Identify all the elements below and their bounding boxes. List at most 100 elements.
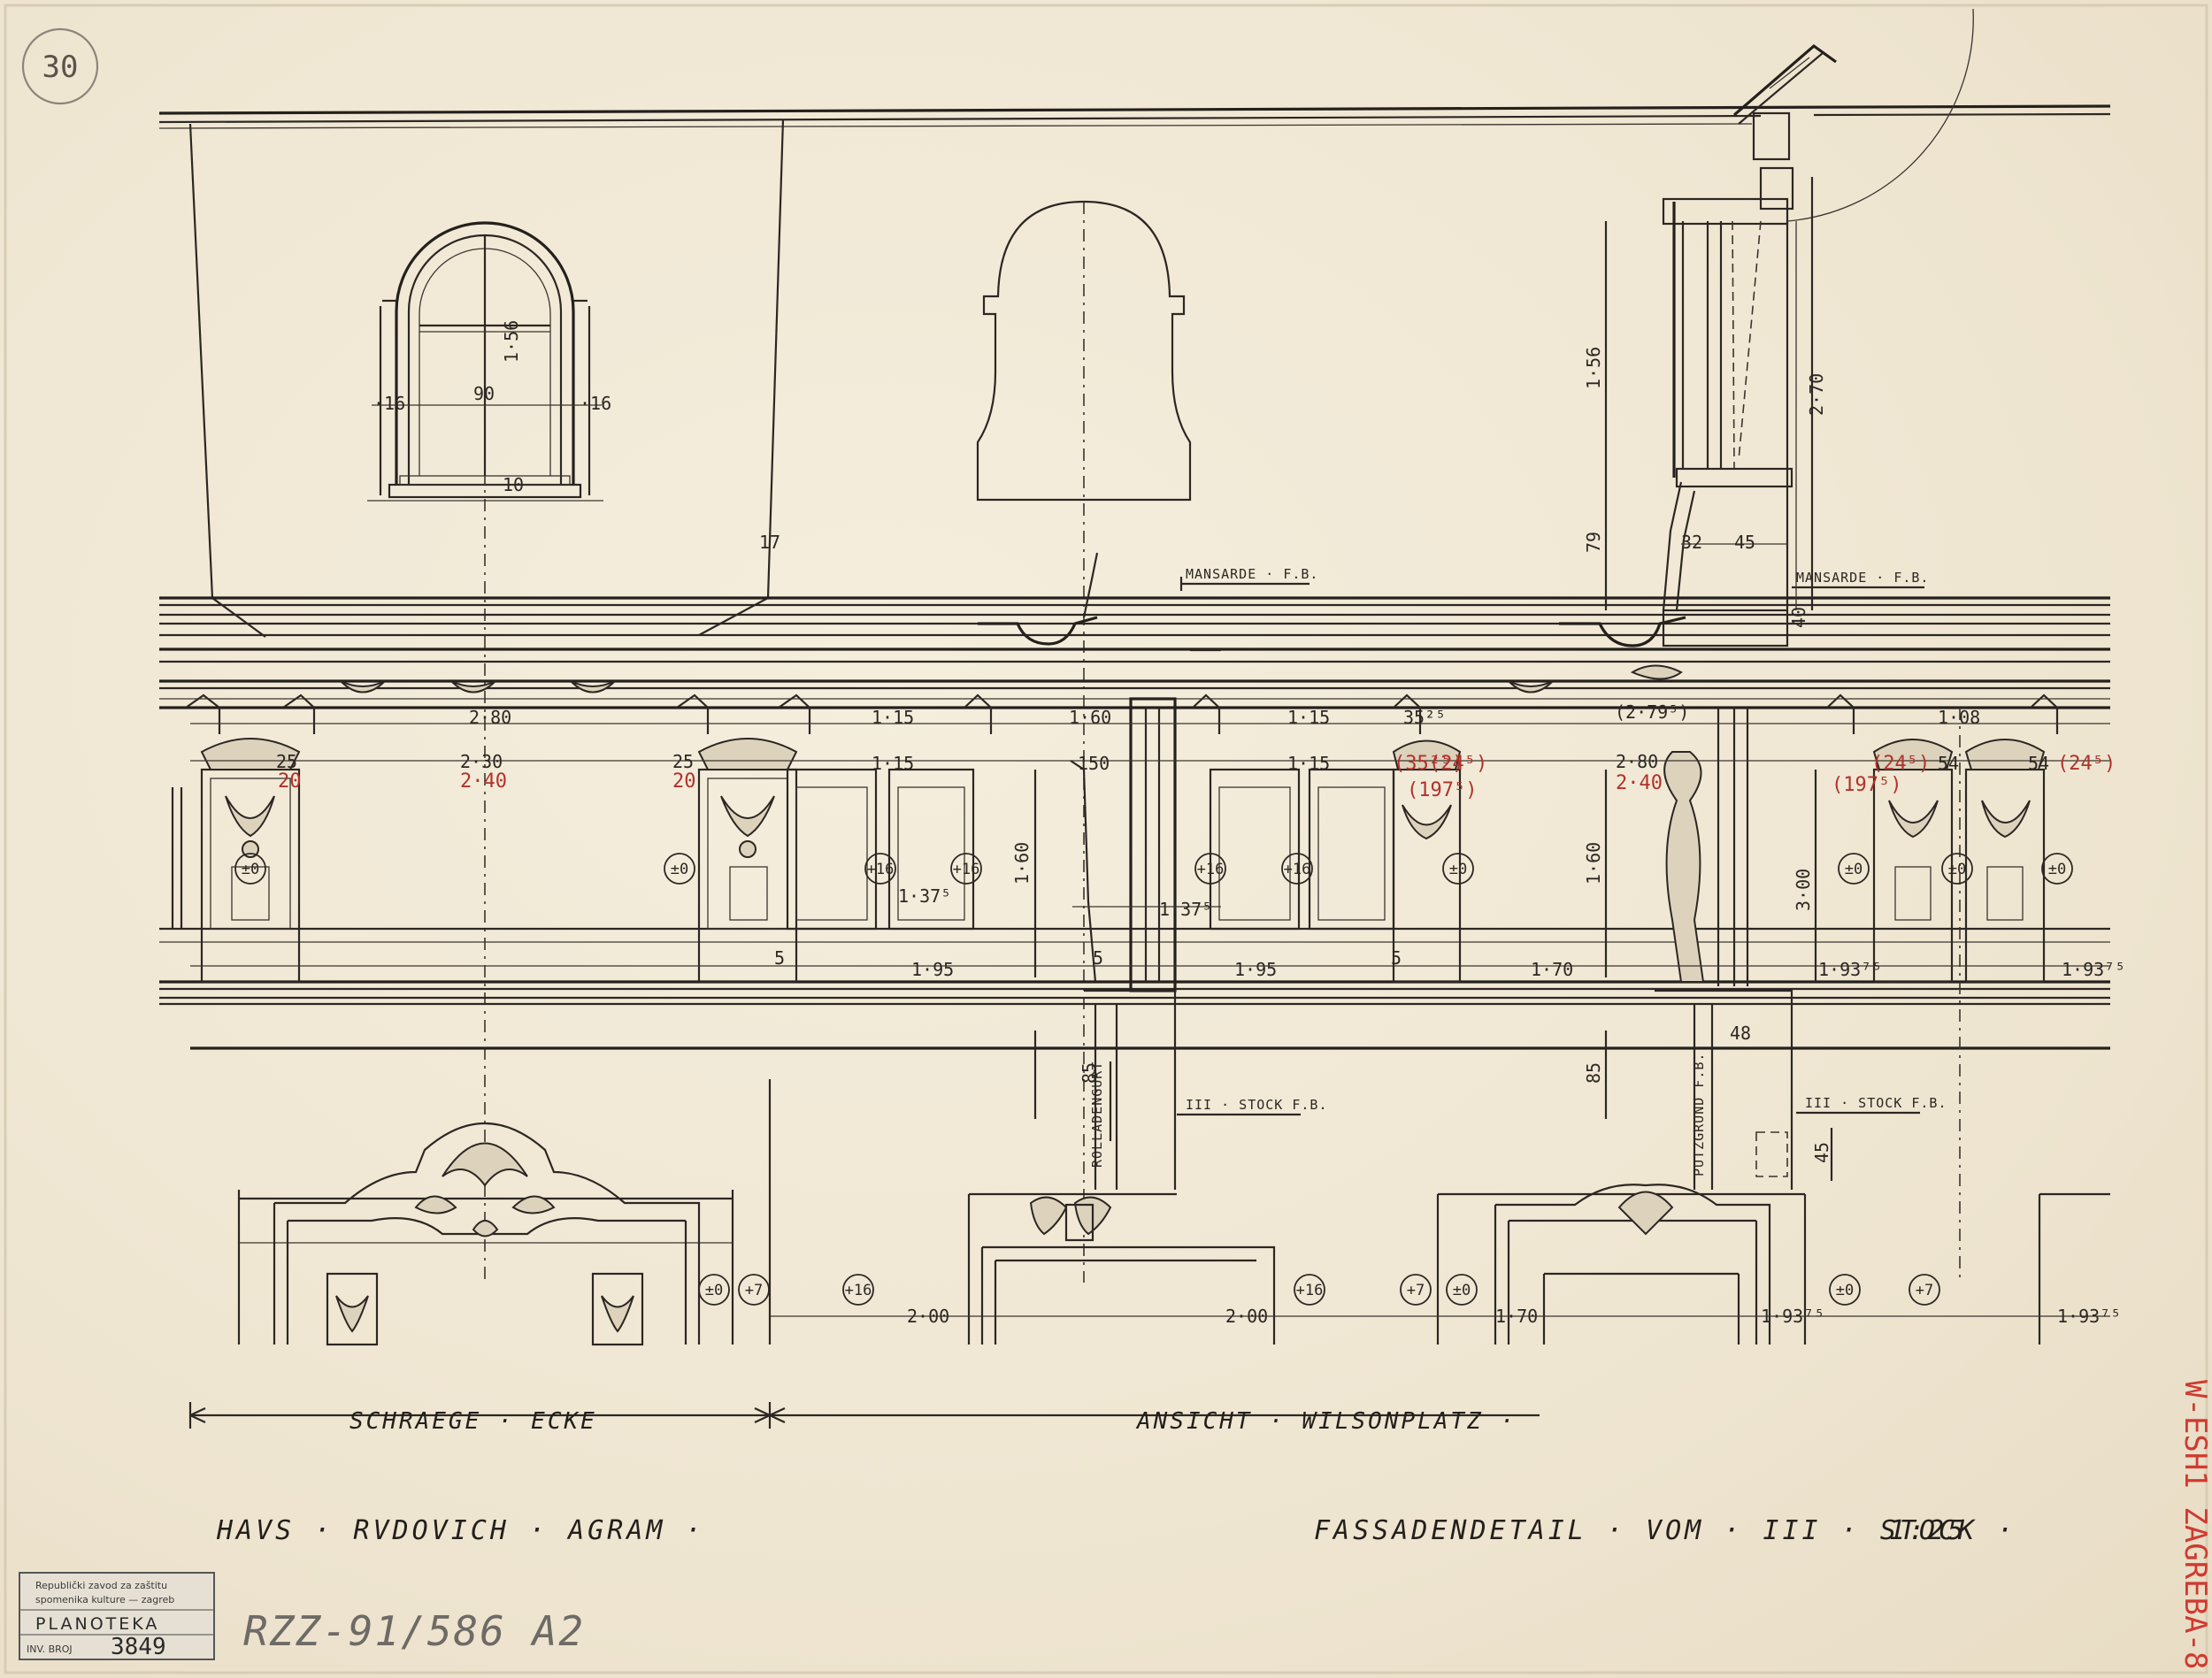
svg-text:+16: +16 xyxy=(867,861,895,878)
cornice-consoles xyxy=(185,693,2059,734)
svg-text:INV. BROJ: INV. BROJ xyxy=(27,1644,73,1655)
dim-1-95b: 1·95 xyxy=(1234,959,1277,980)
svg-text:30: 30 xyxy=(42,50,79,85)
lower-dim-line xyxy=(188,1079,2110,1429)
dim-2-30: 2·30 xyxy=(460,751,503,772)
mansard-left xyxy=(188,119,785,1283)
dim-45b: 45 xyxy=(1811,1142,1832,1163)
dim-5c: 5 xyxy=(1391,947,1402,969)
svg-text:PUTZGRUND F.B.: PUTZGRUND F.B. xyxy=(1691,1053,1707,1176)
dim-1-60-vert: 1·60 xyxy=(1011,842,1033,885)
dim-1-15d: 1·15 xyxy=(1287,753,1330,774)
svg-text:3849: 3849 xyxy=(111,1634,166,1660)
dim-1-93d: 1·93⁷⁵ xyxy=(2057,1306,2121,1327)
dim-25: 25 xyxy=(276,751,297,772)
right-section-detail xyxy=(1630,8,1974,1283)
section-label-view: ANSICHT · WILSONPLATZ · xyxy=(1135,1408,1517,1435)
dim-1-95a: 1·95 xyxy=(911,959,954,980)
svg-text:spomenika kulture — zagreb: spomenika kulture — zagreb xyxy=(35,1594,174,1605)
dim-2-80-r: 2·80 xyxy=(1616,751,1658,772)
dim-red-20b: 20 xyxy=(672,770,696,793)
section-label-corner: SCHRAEGE · ECKE xyxy=(349,1408,597,1435)
svg-text:+7: +7 xyxy=(1407,1282,1425,1299)
drawing-scale: 1:25 xyxy=(1889,1515,1967,1546)
dim-window-left: ·16 xyxy=(373,393,405,414)
dim-1-15a: 1·15 xyxy=(872,707,914,728)
svg-text:±0: ±0 xyxy=(1453,1282,1471,1299)
dim-1-93b: 1·93⁷⁵ xyxy=(2062,959,2125,980)
dim-window-sill: 10 xyxy=(503,474,524,495)
dim-1-60-vert-r: 1·60 xyxy=(1583,842,1604,885)
svg-text:±0: ±0 xyxy=(1845,861,1863,878)
svg-text:±0: ±0 xyxy=(1836,1282,1854,1299)
dim-1-70b: 1·70 xyxy=(1495,1306,1538,1327)
svg-text:III · STOCK F.B.: III · STOCK F.B. xyxy=(1805,1095,1947,1111)
svg-text:MANSARDE · F.B.: MANSARDE · F.B. xyxy=(1796,570,1929,586)
dim-48: 48 xyxy=(1730,1023,1751,1044)
svg-text:Republički zavod za zaštitu: Republički zavod za zaštitu xyxy=(35,1580,167,1591)
svg-text:+7: +7 xyxy=(745,1282,763,1299)
svg-text:+16: +16 xyxy=(953,861,980,878)
dim-red-24b: (24⁵) xyxy=(1871,753,1930,775)
dim-1-93c: 1·93⁷⁵ xyxy=(1761,1306,1824,1327)
dim-red-24c: (24⁵) xyxy=(2057,753,2116,775)
window-niche-outline xyxy=(976,200,1192,1283)
svg-text:±0: ±0 xyxy=(242,861,259,878)
dim-2-00b: 2·00 xyxy=(1225,1306,1268,1327)
dim-1-08: 1·08 xyxy=(1938,707,1980,728)
dim-1-15c: 1·15 xyxy=(1287,707,1330,728)
svg-text:+16: +16 xyxy=(1296,1282,1324,1299)
dim-54b: 54 xyxy=(2028,753,2049,774)
dim-1-93a: 1·93⁷⁵ xyxy=(1818,959,1882,980)
main-cornice xyxy=(159,596,2110,709)
level-mansarde: MANSARDE · F.B. MANSARDE · F.B. xyxy=(1179,566,1929,591)
dim-85b: 85 xyxy=(1583,1062,1604,1084)
dim-1-37b: 1·37⁵ xyxy=(1159,899,1212,920)
dim-red-197: (197⁵) xyxy=(1407,779,1477,801)
dim-window-right: ·16 xyxy=(580,393,611,414)
sheet-number: 30 xyxy=(21,27,99,105)
mansard-window xyxy=(367,221,603,502)
svg-text:±0: ±0 xyxy=(705,1282,723,1299)
dim-1-56-r: 1·56 xyxy=(1583,347,1604,389)
dim-red-20: 20 xyxy=(278,770,302,793)
svg-text:MANSARDE · F.B.: MANSARDE · F.B. xyxy=(1186,566,1318,582)
dim-3-00: 3·00 xyxy=(1793,869,1814,911)
dim-lines-frieze xyxy=(190,177,2110,1181)
dim-2-00a: 2·00 xyxy=(907,1306,949,1327)
dim-red-35: (35²⁵) xyxy=(1394,753,1463,775)
drawing-subtitle: FASSADENDETAIL · VOM · III · STOCK · xyxy=(1314,1515,2016,1546)
dim-79: 79 xyxy=(1583,532,1604,553)
svg-text:III · STOCK F.B.: III · STOCK F.B. xyxy=(1186,1097,1328,1113)
svg-text:±0: ±0 xyxy=(2048,861,2066,878)
dim-1-37a: 1·37⁵ xyxy=(898,885,951,907)
dim-5b: 5 xyxy=(1093,947,1103,969)
handwritten-reference: RZZ-91/586 A2 xyxy=(243,1607,585,1655)
dim-35: 35²⁵ xyxy=(1403,707,1446,728)
dim-85a: 85 xyxy=(1079,1062,1100,1084)
dim-red-197b: (197⁵) xyxy=(1832,774,1901,796)
svg-text:ROLLADENGURT: ROLLADENGURT xyxy=(1089,1061,1105,1168)
dim-2-79: (2·79⁵) xyxy=(1615,701,1689,723)
centre-window-section xyxy=(1070,648,1221,1190)
roof-line xyxy=(158,104,2111,129)
dim-25b: 25 xyxy=(672,751,694,772)
svg-text:±0: ±0 xyxy=(671,861,688,878)
dim-1-70a: 1·70 xyxy=(1531,959,1573,980)
dim-54a: 54 xyxy=(1938,753,1959,774)
level-stock: III · STOCK F.B. III · STOCK F.B. ROLLAD… xyxy=(1089,1053,1947,1176)
dim-window-height: 1·56 xyxy=(501,320,522,363)
dim-red-2-40b: 2·40 xyxy=(1616,772,1663,794)
dim-32: 32 xyxy=(1681,532,1702,553)
svg-text:+16: +16 xyxy=(1284,861,1311,878)
svg-text:PLANOTEKA: PLANOTEKA xyxy=(35,1614,159,1634)
level-circles: ±0 ±0 +16 +16 +16 +16 ±0 ±0 ±0 ±0 ±0 +7 … xyxy=(234,853,2073,1306)
dim-red-24: (24⁵) xyxy=(1429,753,1487,775)
dim-150: 150 xyxy=(1078,753,1110,774)
red-side-note: W-ESH1 ZAGREBA-8 xyxy=(2177,1380,2212,1670)
drawing-title: HAVS · RVDOVICH · AGRAM · xyxy=(216,1515,705,1546)
dim-45: 45 xyxy=(1734,532,1755,553)
dim-red-2-40: 2·40 xyxy=(460,770,507,793)
